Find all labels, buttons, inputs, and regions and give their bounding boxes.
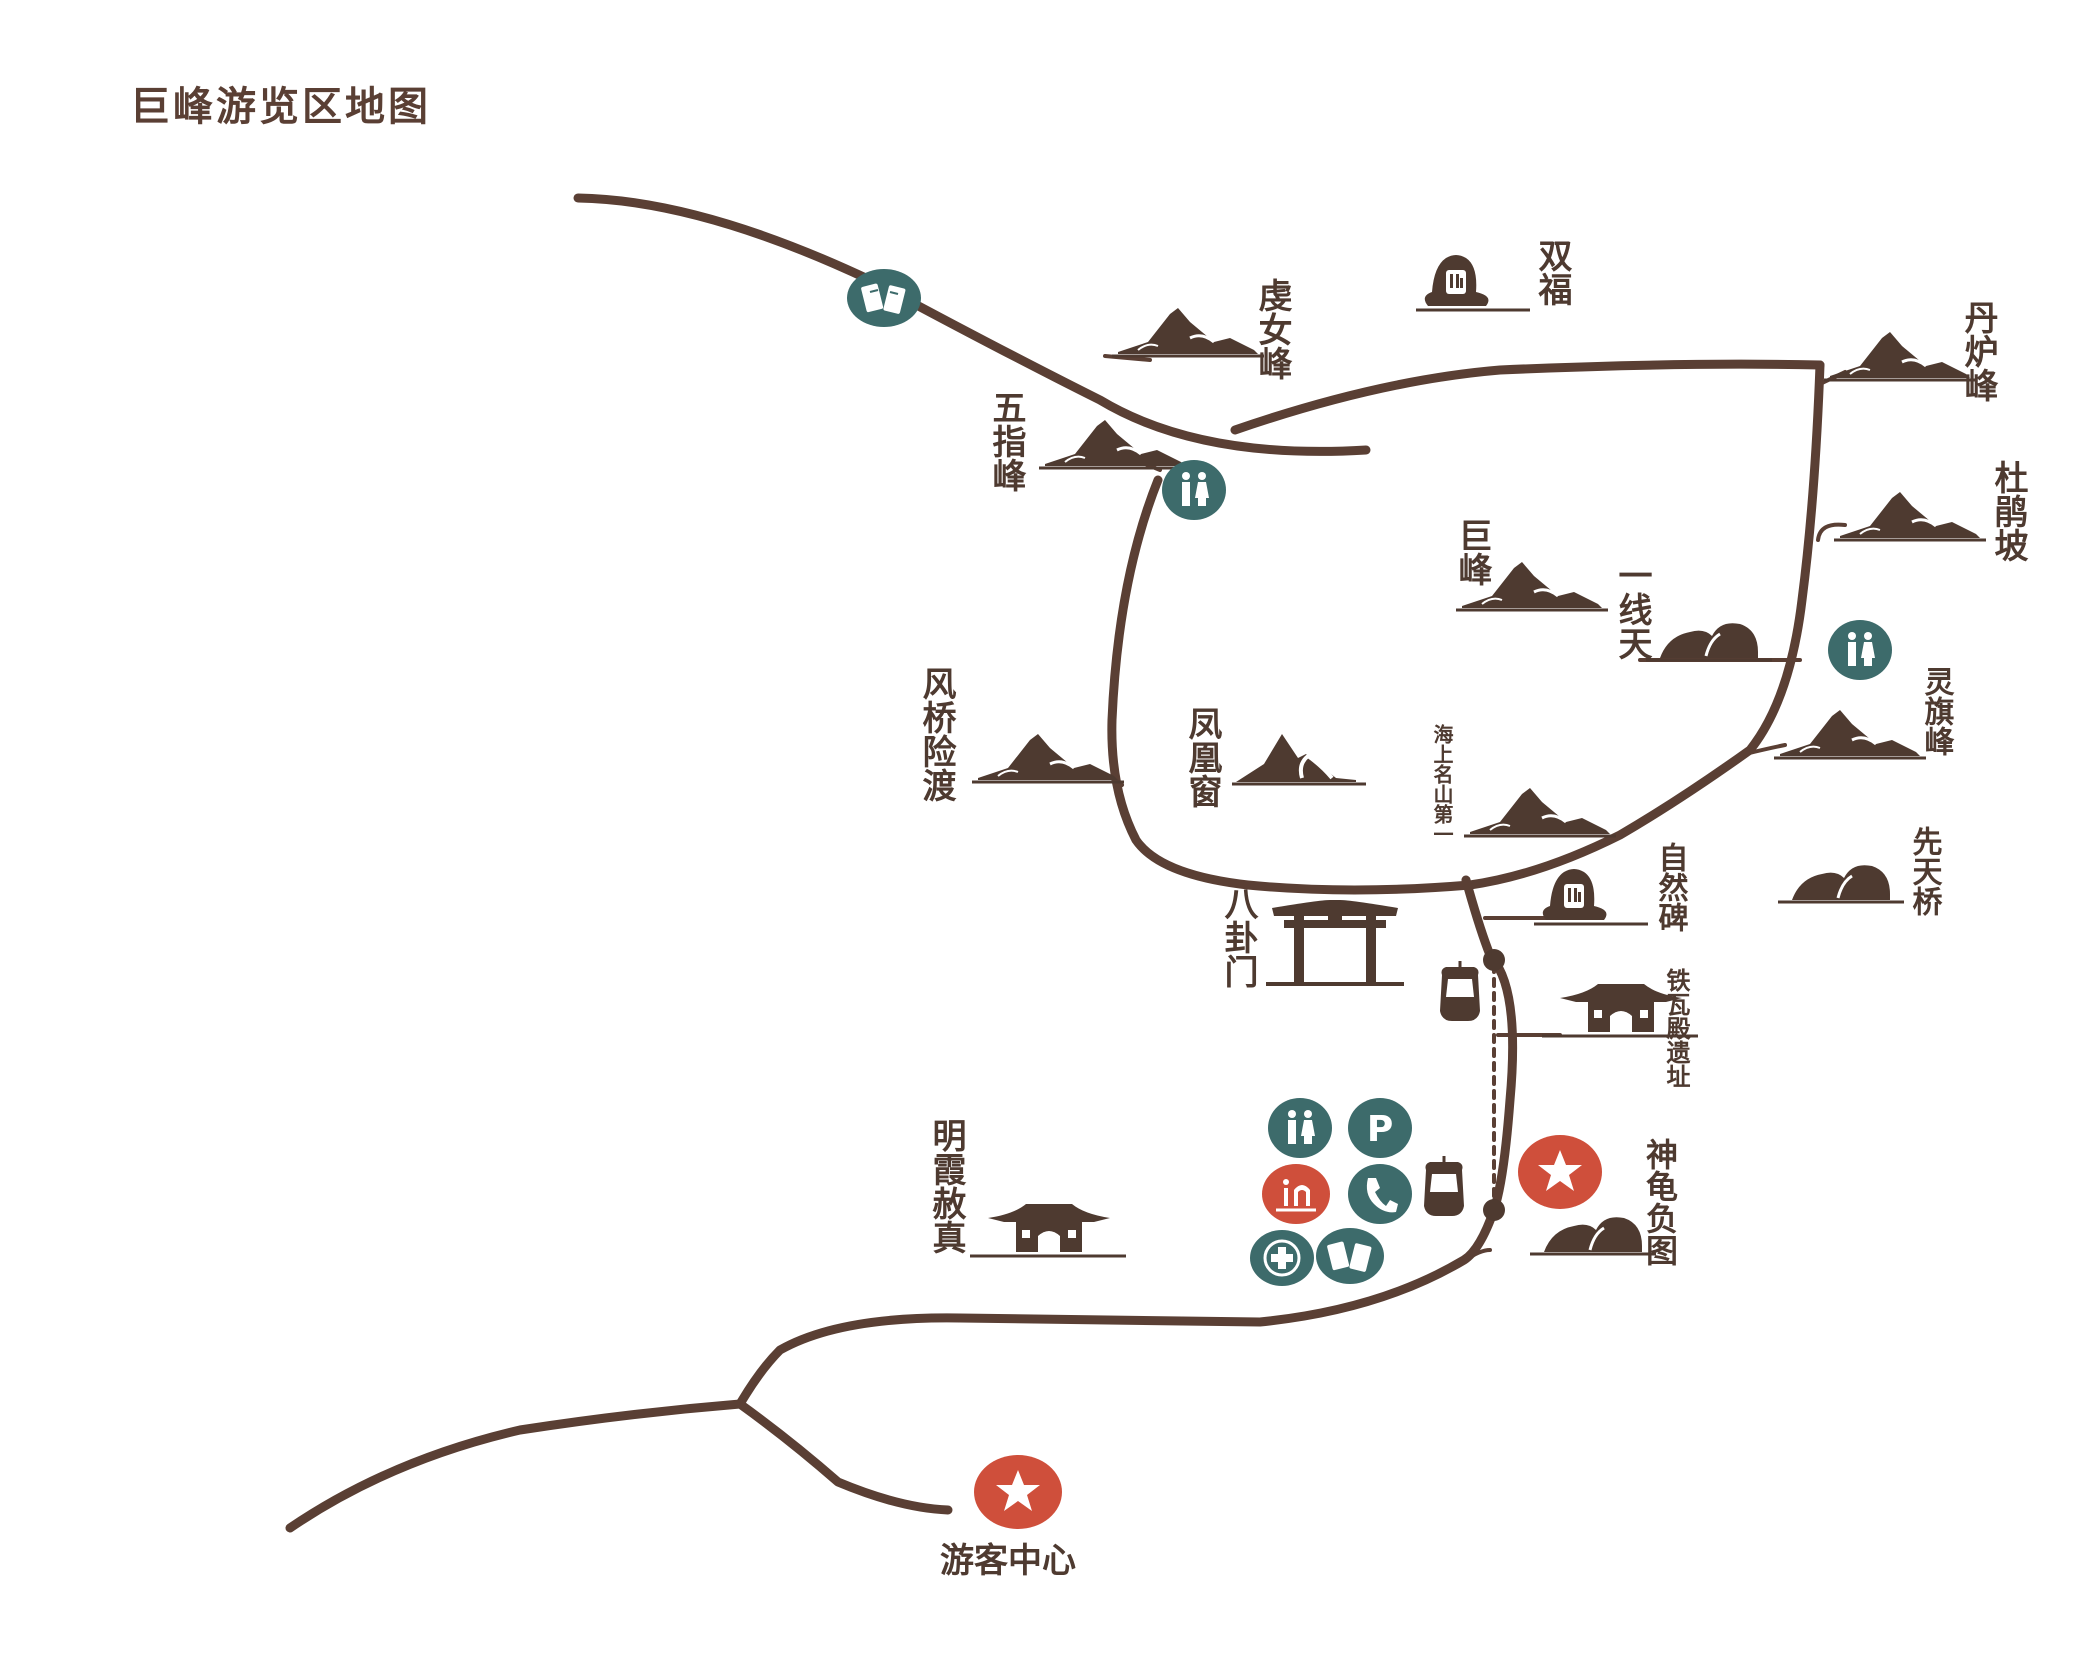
mountain-icon — [1110, 306, 1266, 358]
label-jufeng: 巨峰 — [1452, 518, 1492, 586]
temple-icon — [968, 1202, 1128, 1258]
label-shengui: 神龟负图 — [1641, 1138, 1679, 1266]
svg-text:P: P — [1367, 1109, 1393, 1150]
mountain-icon — [1232, 734, 1366, 786]
ticket-icon[interactable] — [847, 269, 921, 327]
rock-icon — [1528, 1215, 1658, 1256]
label-yixiantian: 一线天 — [1612, 558, 1652, 660]
label-xiantian: 先天桥 — [1907, 826, 1943, 917]
label-danlu: 丹炉峰 — [1958, 300, 1998, 402]
mountain-icon — [970, 732, 1126, 784]
stone-tablet-icon — [1414, 253, 1532, 312]
label-lingqi: 灵旗峰 — [1919, 666, 1955, 756]
star-icon[interactable] — [1518, 1135, 1602, 1209]
info-icon[interactable] — [1262, 1164, 1330, 1224]
mountain-icon — [1772, 708, 1928, 760]
mountain-icon — [1462, 786, 1618, 838]
label-haishang: 海上名山第一 — [1430, 723, 1454, 844]
label-fengqiao: 风桥险渡 — [916, 666, 956, 802]
cable-car-icon — [1438, 959, 1482, 1023]
mountain-icon — [1832, 490, 1988, 542]
page-title: 巨峰游览区地图 — [130, 83, 431, 130]
label-tiewa: 铁瓦殿遗址 — [1662, 968, 1691, 1088]
label-fenghuang: 凤凰窗 — [1182, 706, 1222, 808]
mountain-icon — [1822, 330, 1978, 382]
star-icon[interactable] — [974, 1455, 1062, 1529]
label-shuangfu: 双福 — [1532, 238, 1573, 306]
label-minxia: 明霞赦真 — [926, 1118, 966, 1254]
cable-car-line — [1483, 949, 1505, 1221]
first-aid-icon[interactable] — [1250, 1230, 1314, 1286]
restroom-icon[interactable] — [1268, 1098, 1332, 1158]
rock-icon — [1644, 621, 1774, 662]
label-wuzhi: 五指峰 — [986, 390, 1026, 492]
restroom-icon[interactable] — [1828, 620, 1892, 680]
ticket-icon[interactable] — [1316, 1228, 1384, 1284]
label-yunv: 虔女峰 — [1252, 278, 1292, 380]
rock-icon — [1776, 863, 1906, 904]
parking-icon[interactable]: P — [1348, 1098, 1412, 1158]
label-dujuan: 杜鹃坡 — [1988, 460, 2028, 562]
stone-tablet-icon — [1532, 867, 1650, 926]
label-ziranbei: 自然碑 — [1653, 842, 1689, 932]
label-visitor-center: 游客中心 — [940, 1541, 1076, 1581]
restroom-icon[interactable] — [1162, 460, 1226, 520]
label-bagua: 八卦门 — [1218, 886, 1258, 988]
gate-icon — [1264, 898, 1406, 986]
road-network — [285, 193, 1825, 1533]
cable-car-icon — [1422, 1154, 1466, 1218]
phone-icon[interactable] — [1348, 1164, 1412, 1224]
